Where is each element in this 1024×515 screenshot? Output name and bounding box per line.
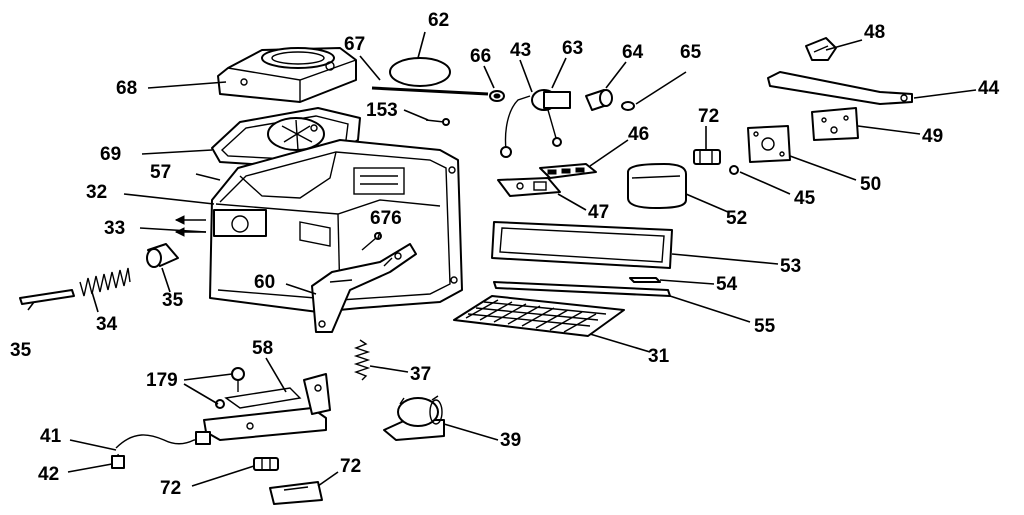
part-55-strip: [493, 281, 671, 297]
callout-72-upper: 72: [698, 106, 719, 127]
part-153-screw: [425, 118, 450, 126]
part-63-motor: [500, 89, 571, 158]
callout-66: 66: [470, 46, 491, 67]
part-64-bushing: [585, 89, 613, 111]
callout-41: 41: [40, 426, 62, 447]
callout-69: 69: [100, 144, 121, 165]
part-67-shaft: [371, 86, 489, 96]
part-35-rod: [19, 289, 75, 305]
part-62-ring: [389, 57, 451, 87]
callout-42: 42: [38, 464, 59, 485]
part-34-spring: [79, 267, 131, 297]
callout-72-middle: 72: [160, 478, 181, 499]
callout-33: 33: [104, 218, 125, 239]
callout-67: 67: [344, 34, 365, 55]
callout-54: 54: [716, 274, 738, 295]
part-52-cover-box: [627, 163, 687, 209]
callout-62: 62: [428, 10, 449, 31]
callout-39: 39: [500, 430, 521, 451]
part-60-bracket: [311, 243, 417, 333]
part-32-main-housing: [209, 139, 463, 313]
part-41-wire-harness: [115, 431, 211, 467]
part-66-washer: [489, 90, 505, 102]
part-72-connector-upper: [693, 149, 721, 165]
part-53-frame: [491, 221, 673, 269]
part-33-clip: [174, 215, 206, 237]
callout-57: 57: [150, 162, 171, 183]
callout-labels: 62 67 66 43 63 64 65 48 44 68 153 49 72 …: [10, 10, 1000, 499]
part-35-knob: [146, 243, 179, 268]
part-48-clip: [805, 37, 837, 61]
callout-63: 63: [562, 38, 583, 59]
callout-50: 50: [860, 174, 881, 195]
part-47-switch-bracket: [497, 177, 561, 197]
callout-44: 44: [978, 78, 1000, 99]
callout-55: 55: [754, 316, 776, 337]
callout-52: 52: [726, 208, 747, 229]
callout-32: 32: [86, 182, 107, 203]
callout-31: 31: [648, 346, 670, 367]
part-68-housing-cover: [217, 47, 357, 103]
part-65-clip: [621, 101, 635, 111]
callout-65: 65: [680, 42, 702, 63]
callout-72-lower: 72: [340, 456, 361, 477]
part-45-nut: [729, 165, 739, 175]
callout-60: 60: [254, 272, 275, 293]
part-54-tab: [629, 277, 661, 283]
callout-676: 676: [370, 208, 402, 229]
callout-153: 153: [366, 100, 398, 121]
callout-35-knob: 35: [162, 290, 184, 311]
callout-43: 43: [510, 40, 531, 61]
part-42-terminal: [111, 455, 125, 469]
callout-48: 48: [864, 22, 885, 43]
callout-68: 68: [116, 78, 137, 99]
part-31-grille: [453, 295, 625, 337]
part-50-plate: [747, 125, 791, 163]
callout-64: 64: [622, 42, 644, 63]
callout-46: 46: [628, 124, 649, 145]
callout-37: 37: [410, 364, 431, 385]
callout-49: 49: [922, 126, 943, 147]
callout-47: 47: [588, 202, 609, 223]
callout-58: 58: [252, 338, 273, 359]
part-72-connector-middle: [253, 457, 279, 471]
part-44-rod: [767, 71, 913, 105]
callout-179: 179: [146, 370, 178, 391]
callout-53: 53: [780, 256, 801, 277]
part-37-spring: [353, 339, 371, 381]
part-49-plate: [811, 107, 859, 141]
part-46-grille-piece: [539, 163, 597, 179]
callout-45: 45: [794, 188, 816, 209]
part-72-connector-lower: [269, 481, 323, 505]
callout-35-left: 35: [10, 340, 32, 361]
callout-34: 34: [96, 314, 118, 335]
part-58-base-bracket: [203, 373, 331, 441]
leader-lines: [27, 31, 977, 487]
part-39-motor: [383, 395, 445, 441]
